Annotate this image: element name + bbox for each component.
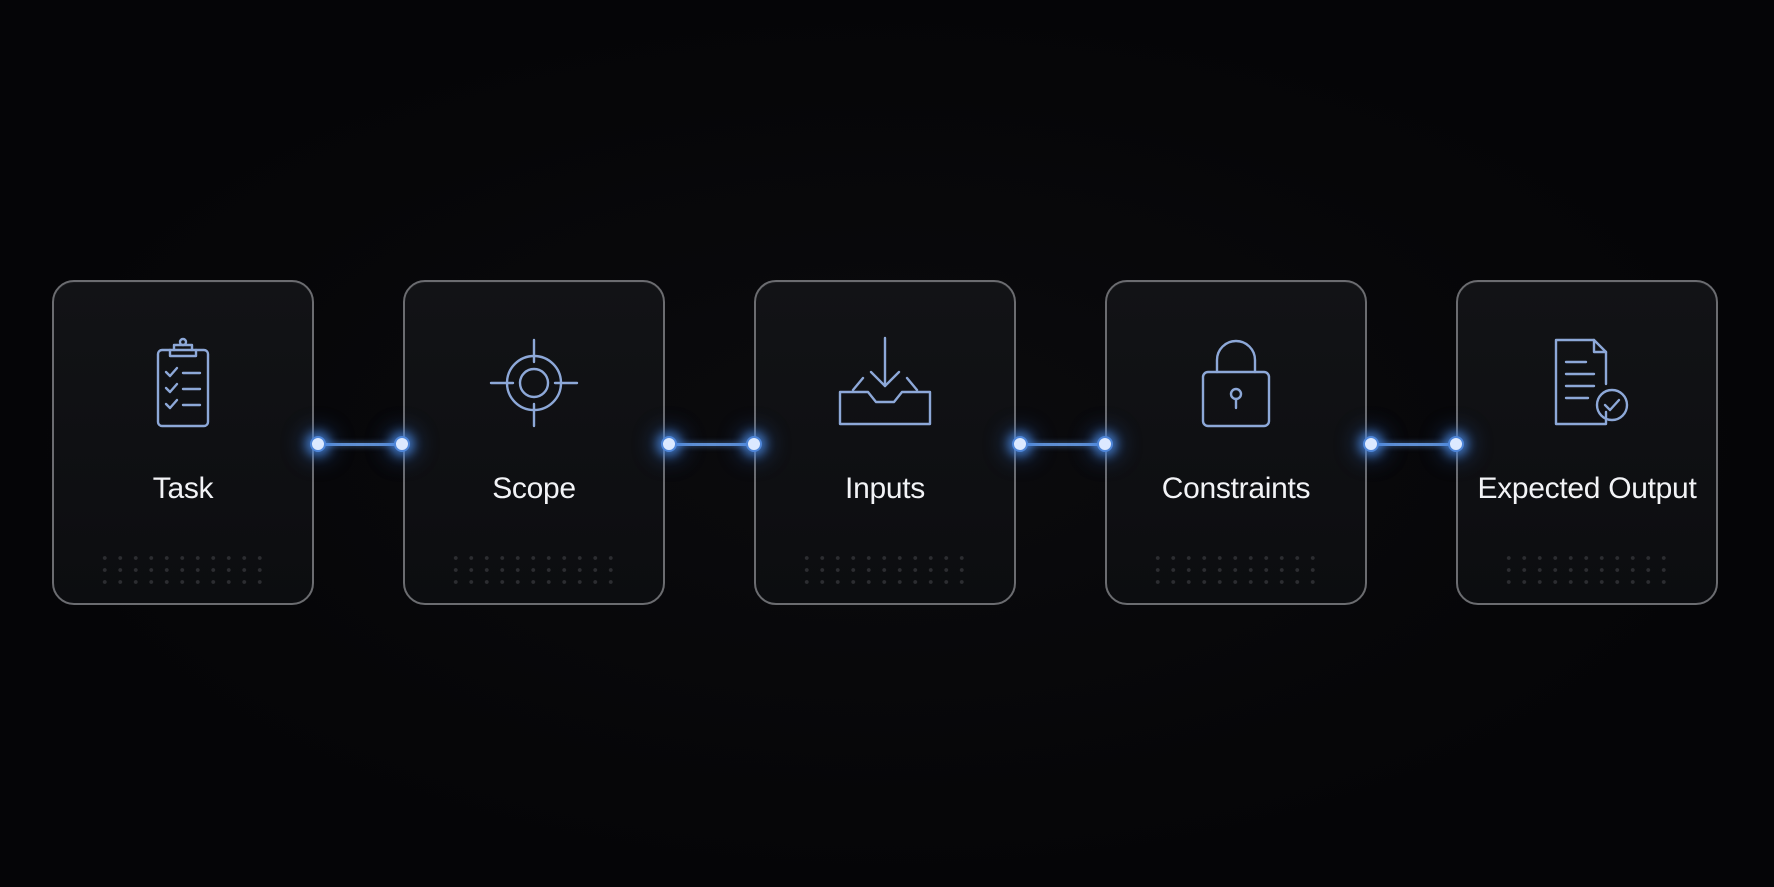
inbox-download-icon — [830, 328, 940, 438]
step-card-inputs: Inputs — [754, 280, 1016, 605]
dot-grid-decoration — [799, 552, 971, 588]
dot-grid-decoration — [97, 552, 269, 588]
step-card-expected-output: Expected Output — [1456, 280, 1718, 605]
connector-task-scope — [318, 443, 400, 446]
connector-node — [1448, 436, 1464, 452]
connector-constraints-output — [1371, 443, 1455, 446]
padlock-icon — [1181, 328, 1291, 438]
step-card-scope: Scope — [403, 280, 665, 605]
connector-node — [746, 436, 762, 452]
target-crosshair-icon — [479, 328, 589, 438]
connector-node — [1097, 436, 1113, 452]
connector-node — [661, 436, 677, 452]
step-label: Inputs — [845, 472, 925, 505]
clipboard-checklist-icon — [128, 328, 238, 438]
step-card-constraints: Constraints — [1105, 280, 1367, 605]
dot-grid-decoration — [1501, 552, 1673, 588]
connector-node — [310, 436, 326, 452]
step-label: Task — [152, 472, 214, 505]
step-card-task: Task — [52, 280, 314, 605]
step-label: Expected Output — [1477, 472, 1697, 505]
connector-inputs-constraints — [1020, 443, 1104, 446]
connector-node — [1363, 436, 1379, 452]
step-label: Constraints — [1161, 472, 1311, 505]
dot-grid-decoration — [1150, 552, 1322, 588]
dot-grid-decoration — [448, 552, 620, 588]
connector-scope-inputs — [669, 443, 753, 446]
connector-node — [1012, 436, 1028, 452]
document-check-icon — [1532, 328, 1642, 438]
step-label: Scope — [492, 472, 576, 505]
connector-node — [394, 436, 410, 452]
